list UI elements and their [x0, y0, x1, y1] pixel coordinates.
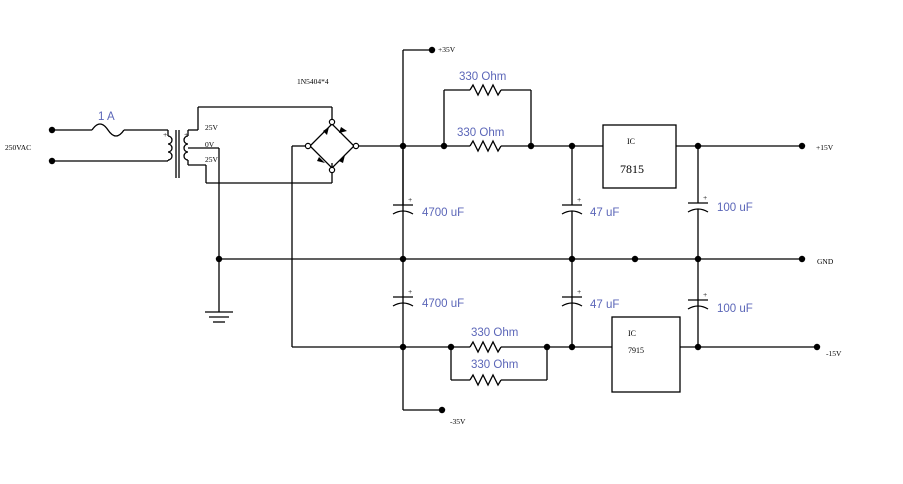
- svg-text:+: +: [703, 290, 707, 299]
- resistor-r3: [469, 340, 502, 354]
- regulator-top-part: 7815: [620, 162, 644, 176]
- cap-c2-label: 47 uF: [590, 207, 619, 219]
- svg-text:+: +: [577, 287, 581, 296]
- resistor-r2: [469, 139, 502, 153]
- svg-text:+: +: [703, 193, 707, 202]
- center-tap-ground: [205, 148, 233, 323]
- gnd-label: GND: [817, 257, 834, 266]
- resistor-r1-label: 330 Ohm: [459, 71, 506, 83]
- regulator-7915: IC 7915 -15V: [611, 316, 842, 393]
- resistor-r1: [469, 83, 502, 97]
- ground-rail: GND: [219, 255, 834, 266]
- pos-raw-label: +35V: [438, 45, 456, 54]
- resistor-r4-label: 330 Ohm: [471, 359, 518, 371]
- resistor-r2-label: 330 Ohm: [457, 127, 504, 139]
- svg-text:+: +: [163, 130, 167, 139]
- svg-text:+: +: [408, 287, 412, 296]
- neg-raw-label: -35V: [450, 417, 466, 426]
- svg-text:+: +: [408, 195, 412, 204]
- ac-terminal-bottom: [48, 157, 56, 165]
- top-capacitors: + 4700 uF + 47 uF + 100 uF: [392, 146, 753, 347]
- cap-c5-label: 47 uF: [590, 299, 619, 311]
- svg-text:+: +: [184, 130, 188, 139]
- pos-out-label: +15V: [816, 143, 834, 152]
- cap-c4-label: 4700 uF: [422, 298, 464, 310]
- regulator-bottom-prefix: IC: [628, 329, 636, 338]
- bottom-capacitors: + 4700 uF + 47 uF + 100 uF: [392, 287, 753, 315]
- fuse-label: 1 A: [98, 111, 115, 123]
- cap-c1-label: 4700 uF: [422, 207, 464, 219]
- resistor-r4: [469, 373, 502, 387]
- neg-out-label: -15V: [826, 349, 842, 358]
- resistor-r3-label: 330 Ohm: [471, 327, 518, 339]
- bridge-rectifier: 1N5404*4: [291, 77, 403, 347]
- cap-c6-label: 100 uF: [717, 303, 753, 315]
- svg-text:+: +: [577, 195, 581, 204]
- ac-voltage-label: 250VAC: [5, 143, 31, 152]
- fuse-symbol: [91, 123, 125, 137]
- tap-top-label: 25V: [205, 123, 219, 132]
- ac-terminal-top: [48, 126, 56, 134]
- negative-rail: -35V 330 Ohm 330 Ohm: [292, 327, 612, 426]
- tap-bottom-label: 25V: [205, 155, 219, 164]
- cap-c3-label: 100 uF: [717, 202, 753, 214]
- transformer: + + 25V 0V 25V: [163, 106, 333, 184]
- regulator-top-prefix: IC: [627, 137, 635, 146]
- tap-mid-label: 0V: [205, 140, 215, 149]
- ac-input-section: 250VAC 1 A: [5, 111, 168, 165]
- regulator-7815: IC 7815 +15V: [602, 124, 834, 189]
- bridge-label: 1N5404*4: [297, 77, 329, 86]
- regulator-bottom-part: 7915: [628, 346, 644, 355]
